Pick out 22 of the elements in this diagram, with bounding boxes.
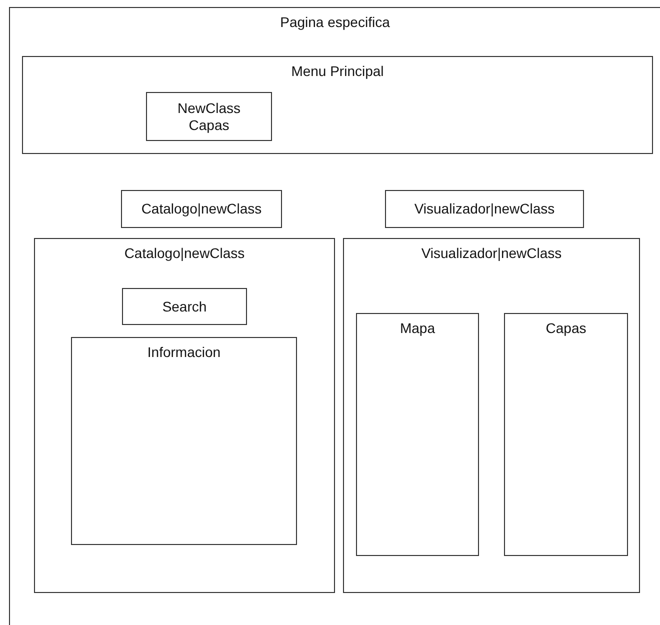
class-box xyxy=(146,92,272,141)
layers-panel xyxy=(504,313,628,556)
search-box xyxy=(122,288,247,325)
catalog-panel xyxy=(34,238,335,593)
box-label: Informacion xyxy=(146,344,222,361)
box-label: Menu Principal xyxy=(290,63,385,80)
info-panel xyxy=(71,337,297,545)
box-label: Visualizador|newClass xyxy=(413,200,556,218)
box-label: Visualizador|newClass xyxy=(420,245,563,262)
box-label: Catalogo|newClass xyxy=(123,245,246,262)
box-label: Catalogo|newClass xyxy=(140,200,263,218)
menu-panel xyxy=(22,56,653,154)
class-box xyxy=(385,190,584,228)
box-label: Search xyxy=(161,298,208,315)
box-label: Mapa xyxy=(398,320,436,337)
box-label: Pagina especifica xyxy=(279,14,391,31)
map-panel xyxy=(356,313,479,556)
page-frame xyxy=(9,7,660,625)
viewer-panel xyxy=(343,238,640,593)
box-label: NewClass Capas xyxy=(176,100,242,134)
box-label: Capas xyxy=(544,320,588,337)
class-box xyxy=(121,190,282,228)
